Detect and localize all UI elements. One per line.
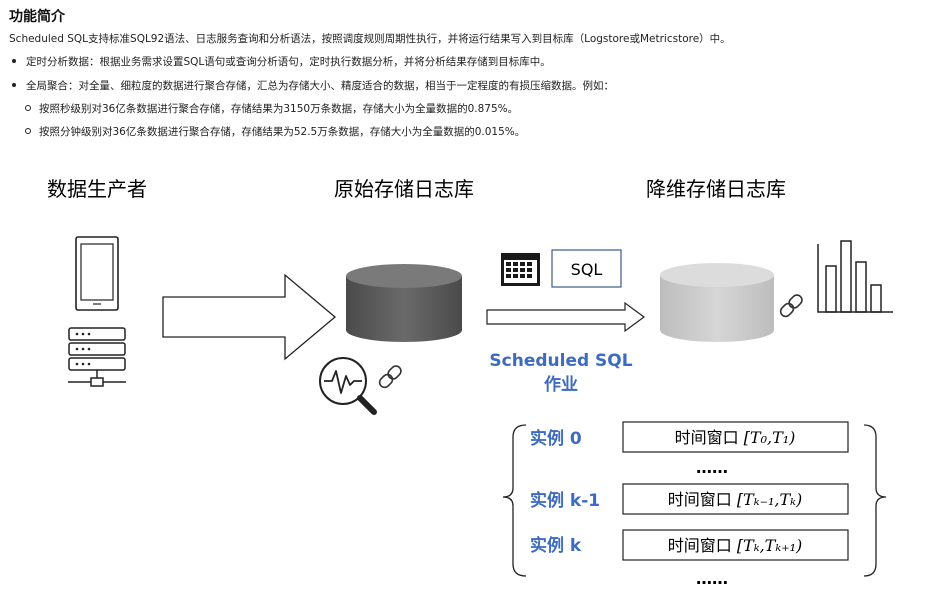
monitor-magnifier-icon [319,357,377,415]
ingest-arrow [162,273,337,361]
instance-label-k-1: 实例 k-1 [530,490,600,511]
sub-bullet-text: 按照分钟级别对36亿条数据进行聚合存储，存储结果为52.5万条数据，存储大小为全… [39,126,526,138]
link-icon [378,365,402,389]
producer-title: 数据生产者 [47,177,147,201]
sub-bullet-text: 按照秒级别对36亿条数据进行聚合存储，存储结果为3150万条数据，存储大小为全量… [39,103,519,115]
section-title: 功能简介 [9,9,65,25]
job-title-line1: Scheduled SQL [489,351,632,371]
source-logstore-cylinder [346,264,462,342]
sql-label: SQL [571,260,603,279]
bar-chart-icon [817,240,893,313]
time-window-box-0 [622,421,849,453]
right-brace [863,424,887,577]
time-window-0: 时间窗口 [T₀,T₁) [675,428,796,447]
phone-icon [75,236,119,311]
job-title-line2: 作业 [544,374,578,395]
sub-bullet-ring [25,105,31,111]
time-window-k: 时间窗口 [Tₖ,Tₖ₊₁) [668,536,803,555]
sql-box [551,249,622,288]
bullet-text: 全局聚合：对全量、细粒度的数据进行聚合存储，汇总为存储大小、精度适合的数据，相当… [26,80,614,92]
time-window-box-k-1 [622,483,849,515]
ellipsis-middle: …… [696,458,728,477]
target-logstore-cylinder [660,263,774,342]
intro-text: Scheduled SQL支持标准SQL92语法、日志服务查询和分析语法，按照调… [9,33,731,45]
bullet-text: 定时分析数据：根据业务需求设置SQL语句或查询分析语句，定时执行数据分析，并将分… [26,56,551,68]
ellipsis-bottom: …… [696,569,728,588]
left-brace [502,424,527,577]
calendar-icon [501,253,540,286]
server-icon [68,327,126,387]
time-window-k-1: 时间窗口 [Tₖ₋₁,Tₖ) [668,490,803,509]
source-logstore-title: 原始存储日志库 [334,177,474,201]
instance-label-0: 实例 0 [530,428,582,449]
bullet-dot [12,59,16,63]
instance-label-k: 实例 k [530,535,582,556]
bullet-dot [12,83,16,87]
time-window-box-k [622,529,849,561]
target-logstore-title: 降维存储日志库 [646,177,786,201]
transform-arrow [486,301,646,333]
sub-bullet-ring [25,128,31,134]
link-icon [779,294,803,318]
